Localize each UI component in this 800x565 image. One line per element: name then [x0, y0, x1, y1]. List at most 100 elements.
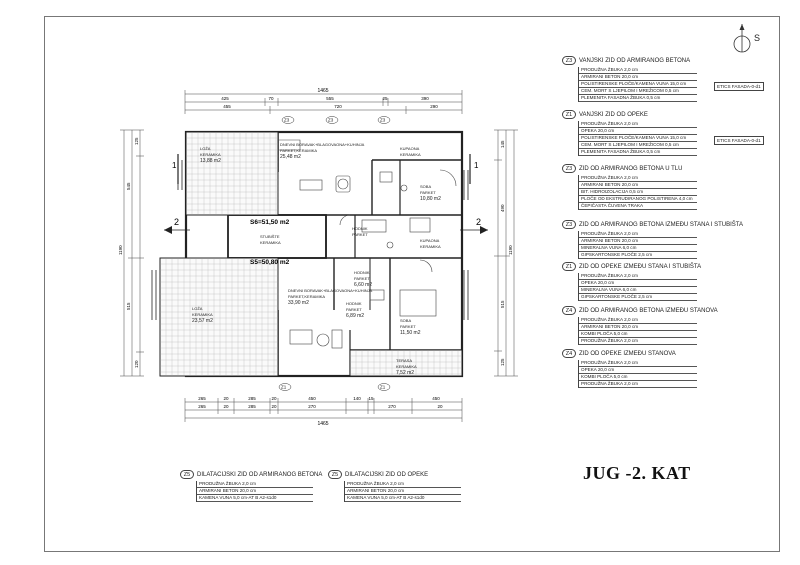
dim-bottom2-3: 285: [248, 404, 256, 409]
section-label-left: 2: [174, 217, 179, 227]
legend-layer: PRODUŽNA ŽBUKA 2,0 cm: [579, 273, 697, 280]
room-floor: KERAMIKA: [200, 152, 221, 157]
room-floor: PARKET,KERAMIKA: [288, 294, 325, 299]
dim-left-total: 1190: [118, 245, 123, 255]
dim-left-1: 125: [134, 137, 139, 145]
section-label-right: 2: [476, 217, 481, 227]
legend-tag: Z3: [562, 164, 576, 173]
legend-layer: GIPSKARTONSKE PLOČE 2,5 cm: [579, 252, 697, 259]
legend-title: DILATACIJSKI ZID OD ARMIRANOG BETONA: [197, 471, 323, 478]
dim-bottom2-2: 20: [223, 404, 229, 409]
legend-layer: POLISTIRENSKE PLOČE/KAMENA VUNA 15,0 cm: [579, 81, 697, 88]
dim-bottom-4: 20: [271, 396, 277, 401]
room-area: 7,52 m2: [396, 370, 414, 376]
legend-layer: ARMIRANI BETON 20,0 cm: [197, 488, 313, 495]
dim-bottom-7: 15: [368, 396, 374, 401]
dim-bottom-total: 1465: [317, 421, 328, 427]
room-name: SOBA: [400, 318, 411, 323]
loza-top: [185, 131, 279, 216]
legend-layer: PLEMENITA FASADNA ŽBUKA 0,5 cm: [579, 95, 697, 102]
dim-bottom-2: 20: [223, 396, 229, 401]
legend-layer: OPEKA 20,0 cm: [579, 367, 697, 374]
legend-layer: PRODUŽNA ŽBUKA 2,0 cm: [579, 317, 697, 324]
dim-top-5: 390: [421, 96, 429, 101]
room-name: HODNIK: [346, 301, 362, 306]
legend-title: ZID OD OPEKE IZMEĐU STANOVA: [579, 350, 676, 357]
legend-tag: Z1: [562, 110, 576, 119]
room-name: KUPAONA: [420, 238, 440, 243]
room-area: 6,89 m2: [346, 313, 364, 319]
dim-top-3: 555: [326, 96, 334, 101]
room-floor: PARKET: [354, 276, 370, 281]
legend-note: ETICS FASADA-0-d1: [714, 136, 764, 145]
top-dimension-lines: [184, 90, 463, 114]
legend-layer: MINERALNA VUNA 6,0 cm: [579, 287, 697, 294]
legend-layer: PRODUŽNA ŽBUKA 2,0 cm: [579, 360, 697, 367]
legend-layer: GIPSKARTONSKE PLOČE 2,5 cm: [579, 294, 697, 301]
legend-layer: PRODUŽNA ŽBUKA 2,0 cm: [579, 231, 697, 238]
legend-layer: CEM. MORT S LJEPILOM I MREŽICOM 0,5 cm: [579, 88, 697, 95]
axis-marker-right: 1: [469, 154, 479, 184]
legend-title: ZID OD ARMIRANOG BETONA IZMEĐU STANA I S…: [579, 221, 744, 228]
dim-bottom2-1: 265: [198, 404, 206, 409]
floor-plan: 1465 425 70 555 25 390 455 720 290 545 5…: [118, 88, 518, 427]
area-tag-s6: S6=51,50 m2: [250, 219, 290, 226]
dim-top2-2: 720: [334, 104, 342, 109]
sheet-title: JUG -2. KAT: [583, 463, 691, 483]
legend-title: ZID OD OPEKE IZMEĐU STANA I STUBIŠTA: [579, 263, 702, 270]
legend-layer: ARMIRANI BETON 20,0 cm: [579, 238, 697, 245]
wall-tag-top-3: Z3: [380, 118, 386, 123]
dim-bottom2-4: 20: [271, 404, 277, 409]
legend-title: ZID OD ARMIRANOG BETONA U TLU: [579, 165, 683, 172]
dim-top-total: 1465: [317, 88, 328, 94]
legend-layer: PRODUŽNA ŽBUKA 2,0 cm: [579, 121, 697, 128]
dim-left-3: 515: [126, 302, 131, 310]
legend-layer: PRODUŽNA ŽBUKA 2,0 cm: [579, 67, 697, 74]
legend-tag: Z3: [562, 56, 576, 65]
legend-layer: PRODUŽNA ŽBUKA 2,0 cm: [197, 481, 313, 488]
room-name: SOBA: [420, 184, 431, 189]
axis-label-left: 1: [172, 161, 177, 170]
legend-tag: Z5: [328, 470, 342, 479]
legend-tag: Z4: [562, 306, 576, 315]
legend-layer: KAMENA VUNA 5,0 cm-AT B A2-s1d0: [197, 495, 313, 502]
dim-top-1: 425: [221, 96, 229, 101]
legend-layer: KOMBI PLOČA 5,0 cm: [579, 374, 697, 381]
room-floor: KERAMIKA: [192, 312, 213, 317]
section-marker-right: 2: [460, 217, 488, 234]
loza-bottom: [159, 257, 279, 377]
room-name: KUPAONA: [400, 146, 420, 151]
wall-tag-bottom-2: Z1: [380, 385, 386, 390]
dim-bottom-8: 450: [432, 396, 440, 401]
legend-layer: ARMIRANI BETON 20,0 cm: [579, 182, 697, 189]
legend-layer: KOMBI PLOČA 5,0 cm: [579, 331, 697, 338]
legend-layer: PRODUŽNA ŽBUKA 2,0 cm: [345, 481, 461, 488]
section-marker-left: 2: [164, 217, 190, 234]
dim-right-1: 145: [500, 140, 505, 148]
room-floor: PARKET: [346, 307, 362, 312]
dim-top-2: 70: [268, 96, 274, 101]
legend-layer: MINERALNA VUNA 6,0 cm: [579, 245, 697, 252]
dim-bottom-3: 285: [248, 396, 256, 401]
room-floor: KERAMIKA: [420, 244, 441, 249]
legend-layer: PRODUŽNA ŽBUKA 2,0 cm: [579, 381, 697, 388]
legend-layer: OPEKA 20,0 cm: [579, 280, 697, 287]
room-name: HODNIK: [354, 270, 370, 275]
legend-tag: Z1: [562, 262, 576, 271]
